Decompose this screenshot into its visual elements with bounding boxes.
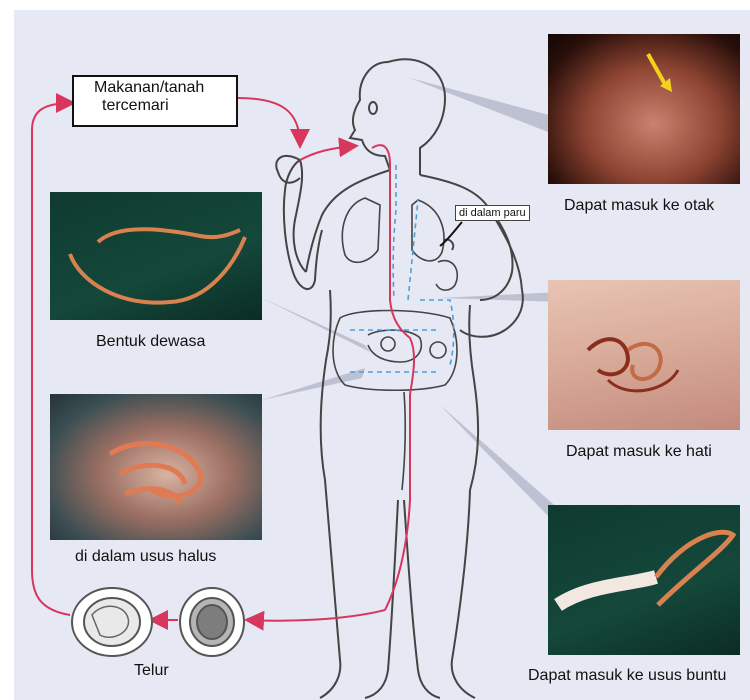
connector-appendix xyxy=(440,405,560,520)
connector-brain xyxy=(410,78,560,132)
small-intestine-photo xyxy=(50,394,262,540)
brain-caption: Dapat masuk ke otak xyxy=(564,197,714,215)
appendix-caption: Dapat masuk ke usus buntu xyxy=(528,667,726,685)
connector-intestine xyxy=(262,368,365,400)
arrow-body-to-eggs xyxy=(248,610,385,621)
connector-adult xyxy=(262,298,370,352)
intestine-caption: di dalam usus halus xyxy=(75,548,216,566)
adult-caption: Bentuk dewasa xyxy=(96,333,205,351)
food-box-line2: tercemari xyxy=(80,97,230,115)
egg-right xyxy=(180,588,244,656)
appendix-photo xyxy=(548,505,740,655)
organs xyxy=(333,198,457,490)
adult-worm-photo xyxy=(50,192,262,320)
migration-path xyxy=(350,165,454,372)
arrow-food-to-mouth xyxy=(238,98,300,145)
arrow-hand-to-face xyxy=(300,146,355,160)
eggs-caption: Telur xyxy=(134,662,169,680)
brain-photo xyxy=(548,34,740,184)
food-box-line1: Makanan/tanah xyxy=(80,79,230,97)
food-source-box: Makanan/tanah tercemari xyxy=(72,75,238,127)
egg-left xyxy=(72,588,152,656)
liver-caption: Dapat masuk ke hati xyxy=(566,443,712,461)
lung-label: di dalam paru xyxy=(455,205,530,221)
liver-photo xyxy=(548,280,740,430)
